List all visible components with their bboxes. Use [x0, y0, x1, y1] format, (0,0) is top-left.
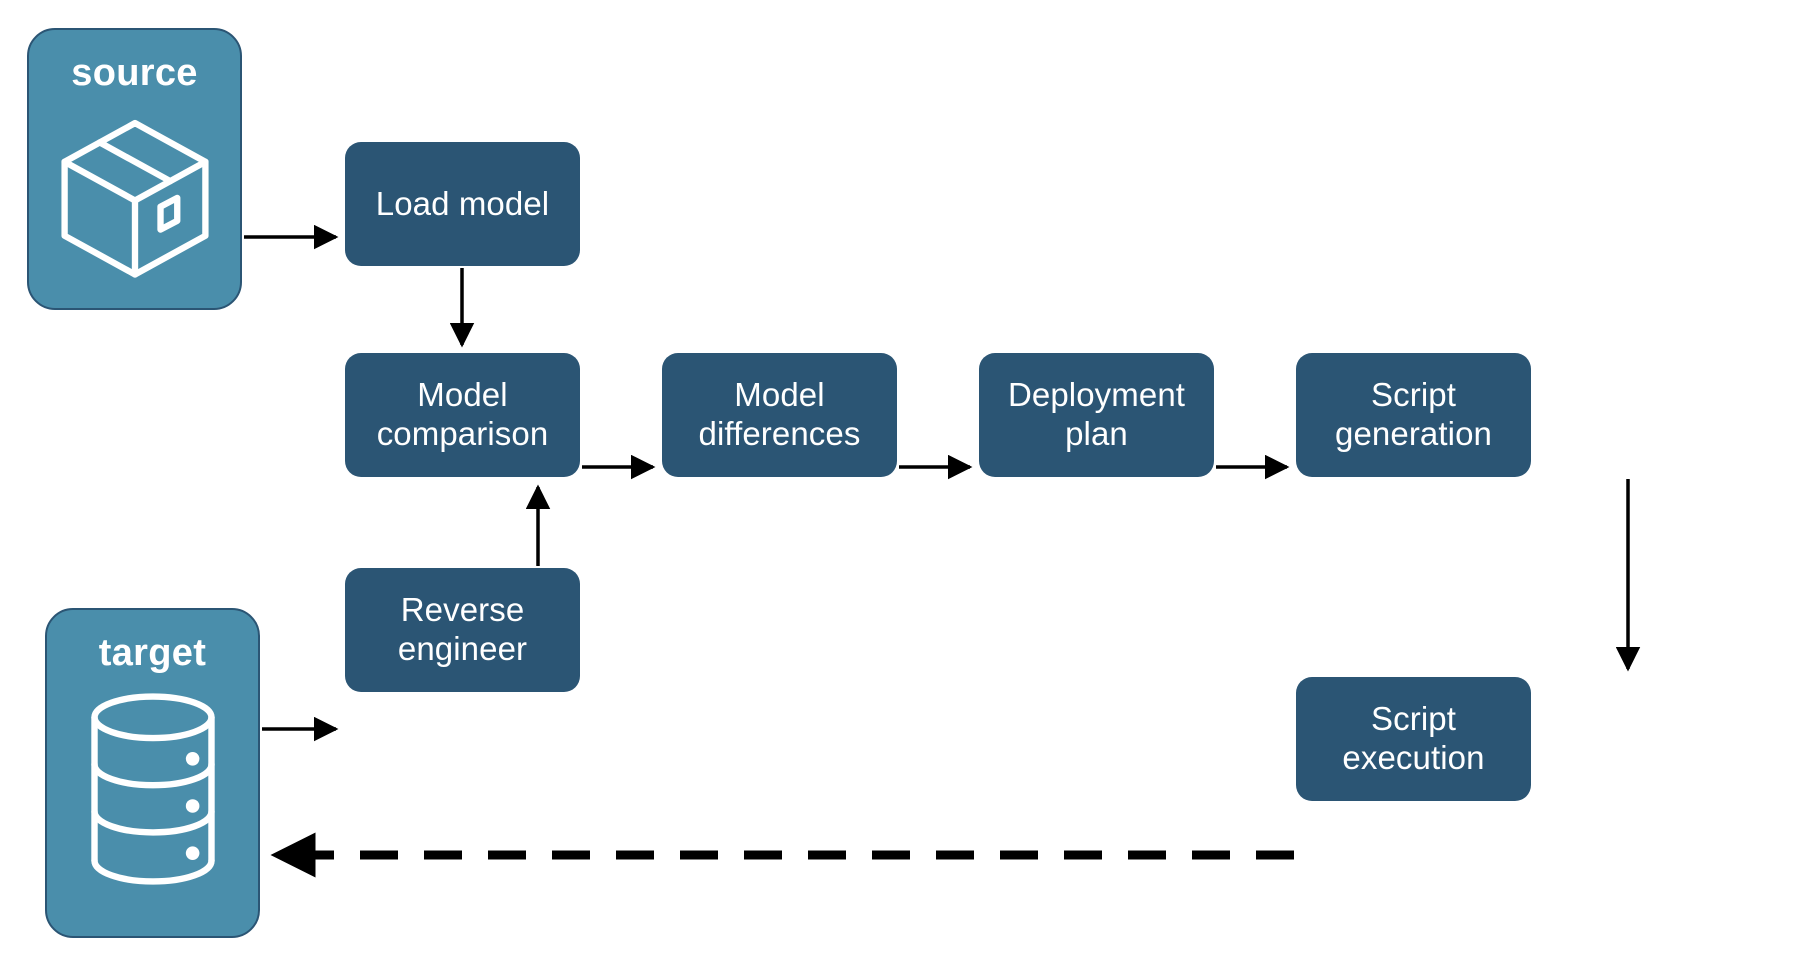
endpoint-source[interactable]: source	[27, 28, 242, 310]
package-box-icon	[47, 109, 223, 290]
process-model-comparison-label: Model comparison	[376, 376, 549, 452]
process-deployment-plan-label: Deployment plan	[1007, 376, 1186, 452]
process-reverse-engineer-label: Reverse engineer	[397, 591, 528, 667]
process-reverse-engineer[interactable]: Reverse engineer	[345, 568, 580, 692]
process-script-execution[interactable]: Script execution	[1296, 677, 1531, 801]
process-model-differences[interactable]: Model differences	[662, 353, 897, 477]
process-deployment-plan[interactable]: Deployment plan	[979, 353, 1214, 477]
endpoint-target[interactable]: target	[45, 608, 260, 938]
process-model-comparison[interactable]: Model comparison	[345, 353, 580, 477]
process-load-model-label: Load model	[375, 184, 550, 222]
database-cylinder-icon	[77, 689, 229, 894]
process-script-generation[interactable]: Script generation	[1296, 353, 1531, 477]
endpoint-target-label: target	[98, 632, 207, 674]
process-script-execution-label: Script execution	[1342, 700, 1485, 776]
process-model-differences-label: Model differences	[698, 376, 861, 452]
process-load-model[interactable]: Load model	[345, 142, 580, 266]
endpoint-source-label: source	[71, 52, 198, 94]
process-script-generation-label: Script generation	[1335, 376, 1492, 452]
